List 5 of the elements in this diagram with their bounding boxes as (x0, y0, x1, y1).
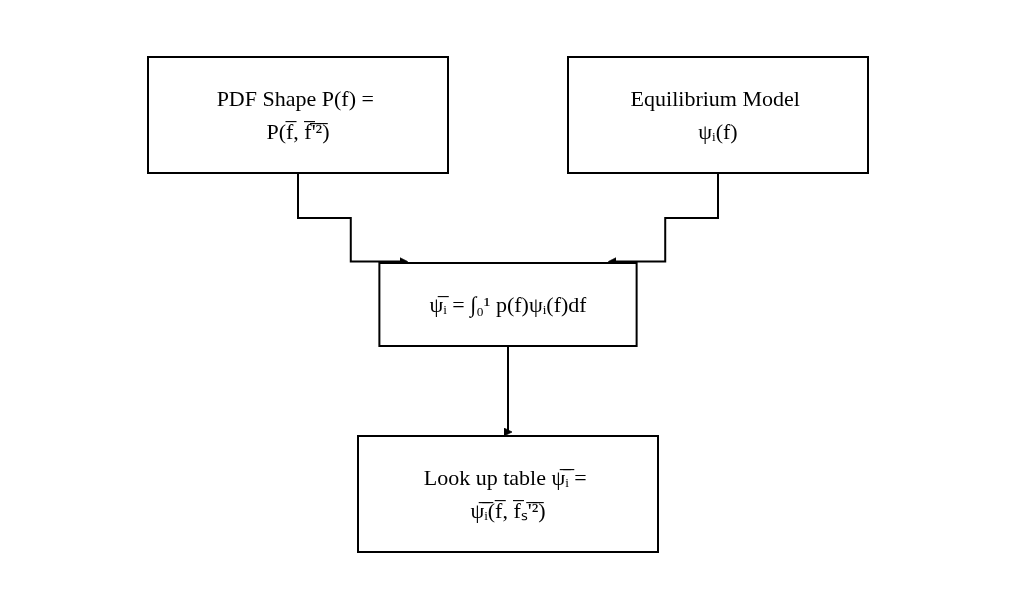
node-box: Equilibrium Model ψᵢ(f) (566, 55, 869, 174)
arrow (503, 344, 512, 436)
node-box: PDF Shape P(f) = P(f̅, f̅'̅²̅) (146, 55, 449, 174)
node-box: Look up table ψ̅ᵢ̅ = ψ̅ᵢ̅(f̅, f̅ₛ'̅²̅) (356, 434, 659, 553)
node-box: ψ̅ᵢ = ∫₀¹ p(f)ψᵢ(f)df (377, 261, 638, 347)
